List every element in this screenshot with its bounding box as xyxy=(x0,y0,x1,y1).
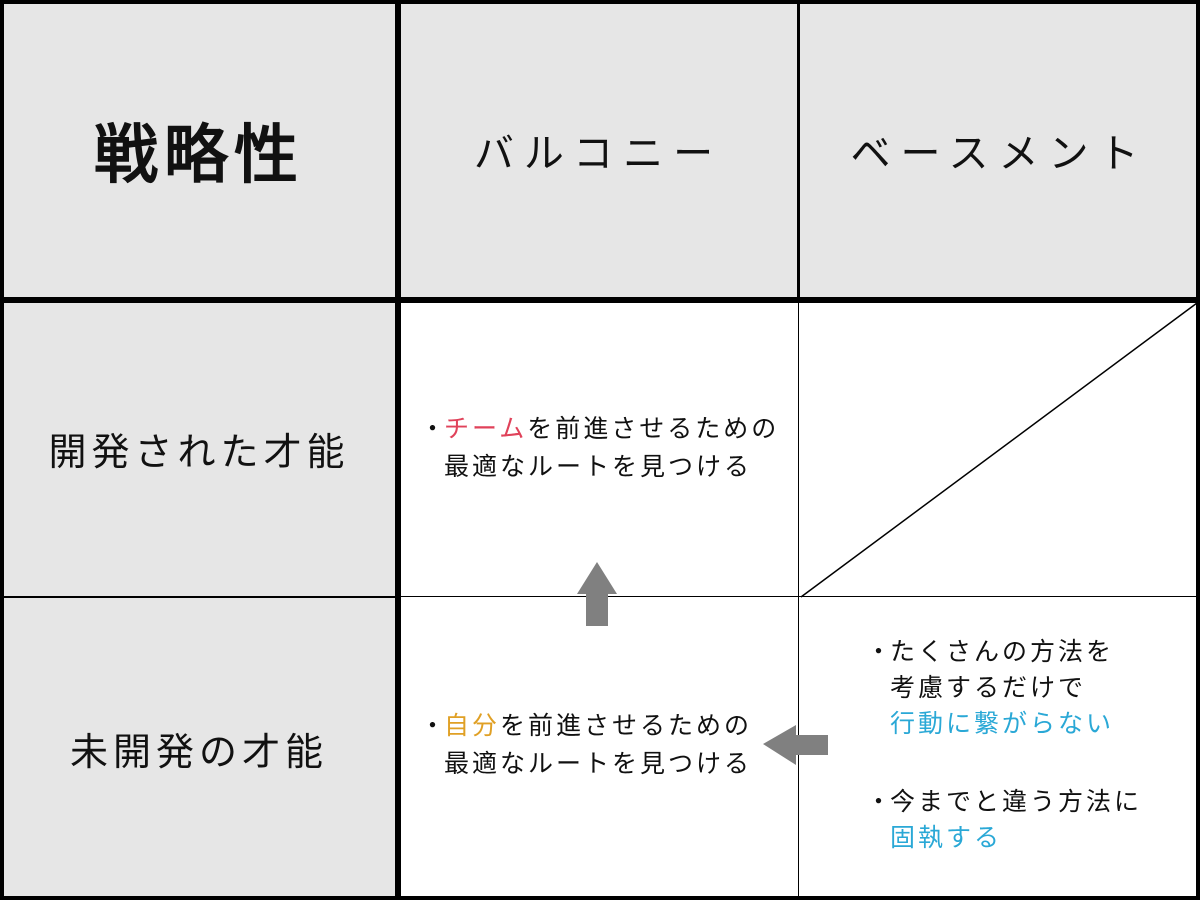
empty-cell-diagonal xyxy=(800,302,1198,598)
note-text: 今までと違う方法に xyxy=(890,787,1143,816)
no-action-highlight: 行動に繋がらない xyxy=(890,709,1115,738)
basement-undeveloped-note-2: ・今までと違う方法に 固執する xyxy=(866,784,1142,856)
basement-undeveloped-note-1: ・たくさんの方法を 考慮するだけで 行動に繋がらない xyxy=(866,634,1114,742)
grid-line-bottom xyxy=(0,896,1200,900)
grid-line-top xyxy=(0,0,1200,4)
grid-line-left xyxy=(0,0,4,900)
undeveloped-talent-label: 未開発の才能 xyxy=(69,730,328,774)
row-developed-cell: 開発された才能 xyxy=(0,300,398,597)
note-line: ・自分を前進させるための xyxy=(420,707,752,745)
grid-line-col2-header xyxy=(797,0,800,300)
grid-line-col1 xyxy=(395,0,401,900)
self-highlight: 自分 xyxy=(444,711,501,740)
note-line: 行動に繋がらない xyxy=(866,706,1114,742)
grid-line-middle-left xyxy=(0,596,398,598)
balcony-heading: バルコニー xyxy=(473,131,724,177)
bullet-icon: ・ xyxy=(866,637,895,666)
row-undeveloped-cell: 未開発の才能 xyxy=(0,597,398,900)
note-text: 最適なルートを見つける xyxy=(444,749,753,778)
basement-heading: ベースメント xyxy=(850,131,1149,177)
balcony-undeveloped-note: ・自分を前進させるための 最適なルートを見つける xyxy=(420,707,752,783)
note-text: を前進させるための xyxy=(527,414,780,443)
grid-line-col2 xyxy=(798,300,799,900)
grid-line-header-bottom xyxy=(0,297,1200,303)
bullet-icon: ・ xyxy=(420,711,449,740)
bullet-icon: ・ xyxy=(420,414,449,443)
header-basement-cell: ベースメント xyxy=(799,0,1200,300)
team-highlight: チーム xyxy=(444,414,528,443)
note-line: 固執する xyxy=(866,820,1142,856)
grid-line-middle-right xyxy=(398,596,1200,597)
note-line: ・今までと違う方法に xyxy=(866,784,1142,820)
header-corner-cell: 戦略性 xyxy=(0,0,398,300)
note-line: 考慮するだけで xyxy=(866,670,1114,706)
developed-talent-label: 開発された才能 xyxy=(48,430,350,474)
note-text: 最適なルートを見つける xyxy=(444,452,753,481)
bullet-icon: ・ xyxy=(866,787,895,816)
note-line: 最適なルートを見つける xyxy=(420,745,752,783)
up-arrow-icon xyxy=(577,562,617,626)
balcony-developed-note: ・チームを前進させるための 最適なルートを見つける xyxy=(420,410,779,486)
note-line: 最適なルートを見つける xyxy=(420,448,779,486)
header-balcony-cell: バルコニー xyxy=(398,0,799,300)
note-text: たくさんの方法を xyxy=(890,637,1115,666)
note-text: 考慮するだけで xyxy=(890,673,1087,702)
grid-line-right xyxy=(1196,0,1200,900)
note-text: を前進させるための xyxy=(500,711,753,740)
fixation-highlight: 固執する xyxy=(890,823,1003,852)
note-line: ・チームを前進させるための xyxy=(420,410,779,448)
left-arrow-icon xyxy=(763,725,828,765)
diagram-title: 戦略性 xyxy=(94,119,304,193)
note-line: ・たくさんの方法を xyxy=(866,634,1114,670)
